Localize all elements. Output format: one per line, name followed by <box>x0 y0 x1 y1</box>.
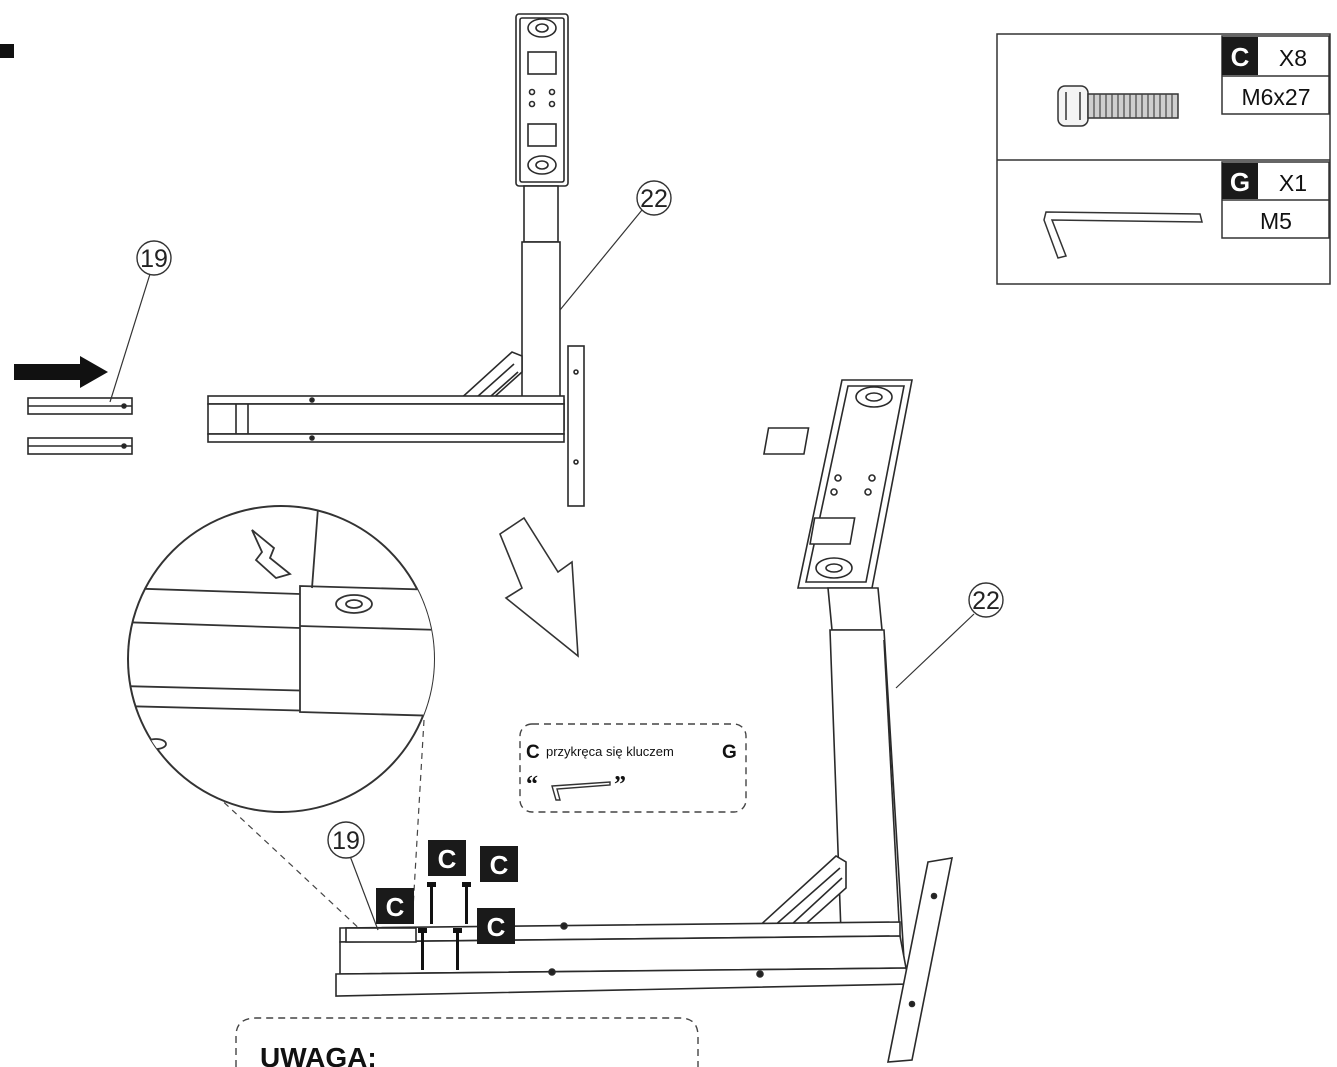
wrench-note: C przykręca się kluczem G “ ” <box>519 723 747 813</box>
screw-tag-c-2: C <box>428 840 466 876</box>
parts-table: C X8 M6x27 <box>996 33 1331 285</box>
socket-screw-icon <box>1057 85 1179 127</box>
svg-text:19: 19 <box>140 245 168 273</box>
part-c-letter: C <box>1231 42 1250 72</box>
svg-text:22: 22 <box>640 185 668 213</box>
step-marker <box>0 44 14 58</box>
part-c-size: M6x27 <box>1241 84 1310 110</box>
svg-text:19: 19 <box>332 827 360 855</box>
screw-tag-c-4: C <box>477 908 515 944</box>
note-quote-open: “ <box>526 772 538 798</box>
callout-19-top: 19 <box>109 240 172 403</box>
svg-text:22: 22 <box>972 587 1000 615</box>
callout-22-bottom: 22 <box>895 582 1004 689</box>
part-19-rails <box>27 397 133 455</box>
svg-text:C: C <box>386 892 405 922</box>
hex-key-icon <box>551 781 611 801</box>
part-g-letter: G <box>1230 167 1250 197</box>
bottom-frame-assembly <box>335 379 954 1063</box>
note-text: przykręca się kluczem <box>546 744 674 759</box>
warning-box: UWAGA: <box>235 1017 699 1067</box>
callout-19-bottom: 19 <box>327 821 379 931</box>
parts-row-c: C X8 M6x27 <box>1057 35 1330 127</box>
part-g-letter-box <box>1222 163 1258 199</box>
top-frame-assembly <box>207 13 585 507</box>
warning-title: UWAGA: <box>260 1042 377 1067</box>
part-g-size: M5 <box>1260 208 1292 234</box>
direction-arrow-icon <box>499 516 579 658</box>
svg-text:C: C <box>490 850 509 880</box>
screw-tag-c-3: C <box>480 846 518 882</box>
part-c-letter-box <box>1222 37 1258 75</box>
svg-text:C: C <box>438 844 457 874</box>
screw-tag-c-1: C <box>376 888 414 924</box>
part-g-quantity: X1 <box>1279 170 1307 196</box>
push-arrow-icon <box>14 356 108 388</box>
note-quote-close: ” <box>614 772 626 798</box>
parts-row-g: G X1 M5 <box>1043 161 1330 259</box>
note-letter-c: C <box>526 742 540 763</box>
callout-22-top: 22 <box>559 180 672 311</box>
note-letter-g: G <box>722 742 737 763</box>
detail-magnifier <box>127 505 435 975</box>
part-c-quantity: X8 <box>1279 45 1307 71</box>
svg-text:C: C <box>487 912 506 942</box>
hex-key-icon <box>1043 211 1203 259</box>
